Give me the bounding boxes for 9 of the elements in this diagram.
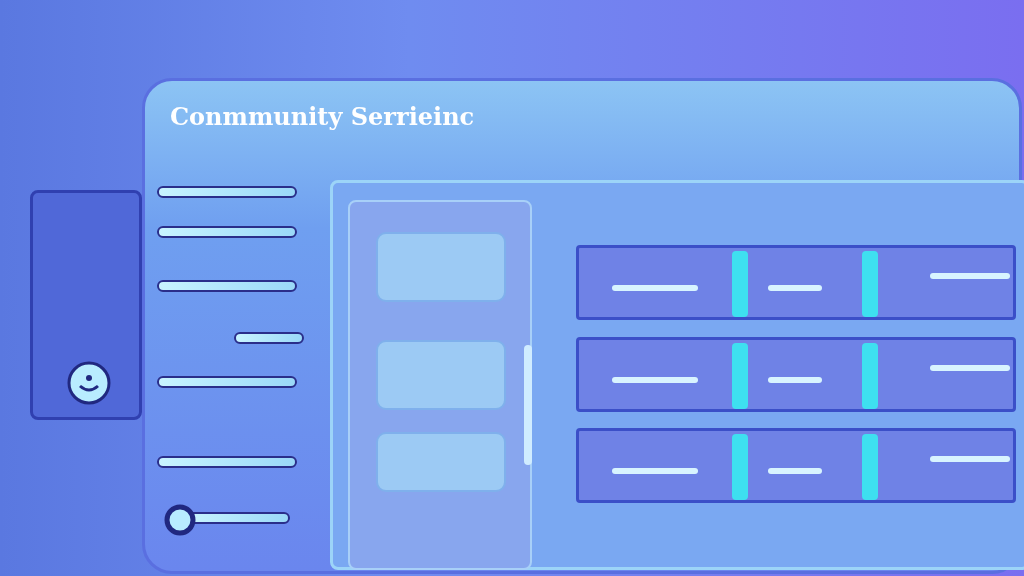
menu-pill bbox=[157, 186, 297, 198]
app-title: Conmmunity Serrieinc bbox=[170, 102, 475, 131]
profile-card bbox=[376, 232, 506, 302]
profile-card bbox=[376, 340, 506, 410]
menu-pill bbox=[157, 280, 297, 292]
menu-pill bbox=[157, 456, 297, 468]
menu-pill bbox=[157, 226, 297, 238]
menu-pill bbox=[157, 376, 297, 388]
profile-card bbox=[376, 432, 506, 492]
